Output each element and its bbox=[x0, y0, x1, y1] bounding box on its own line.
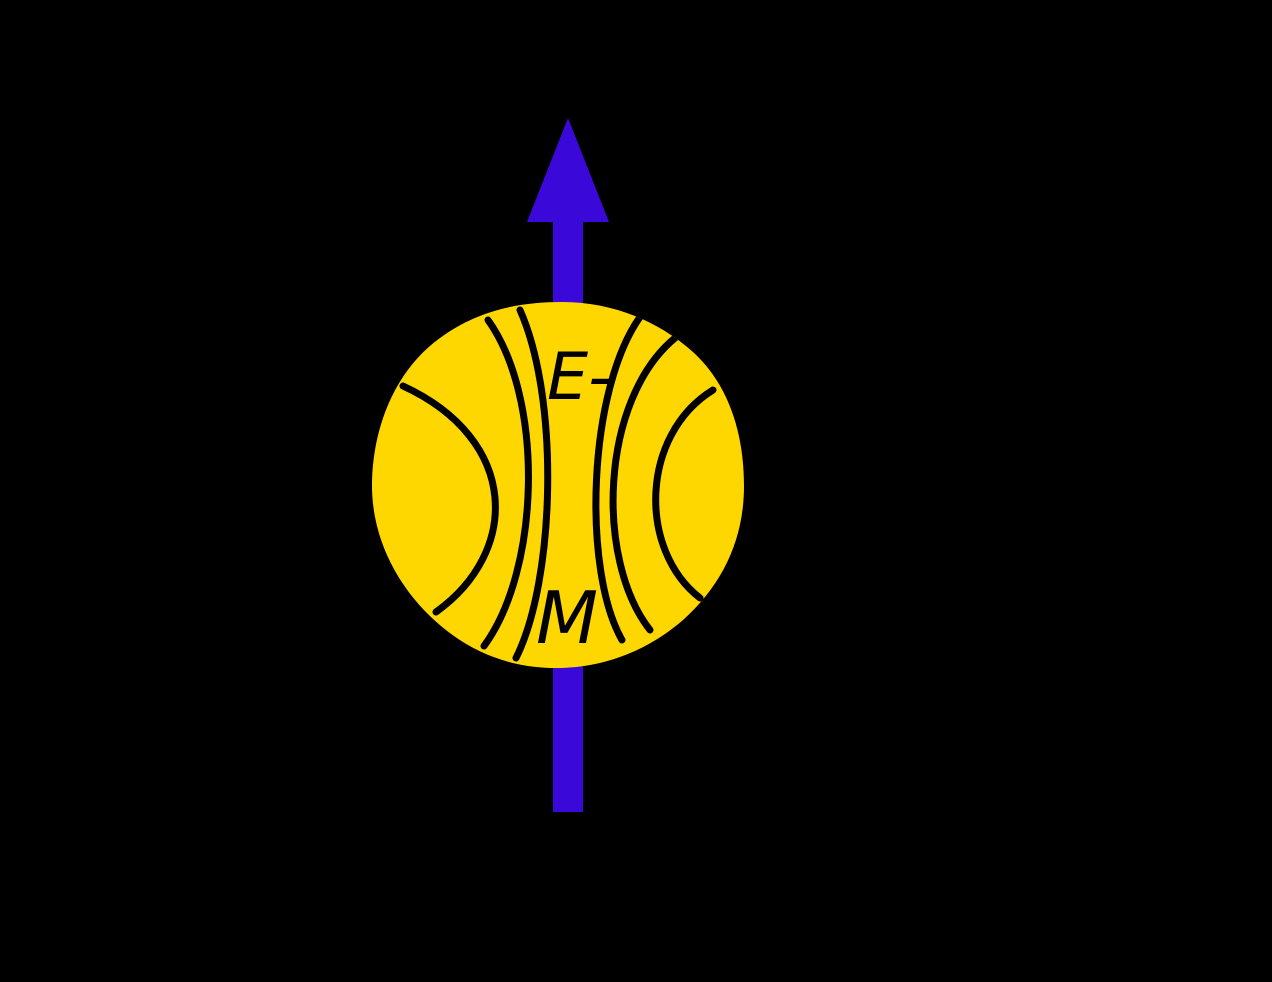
moment-label: M bbox=[536, 576, 598, 660]
meridian-left-outer bbox=[480, 316, 532, 650]
meridian-left-inner bbox=[512, 306, 552, 662]
meridian-right-outer bbox=[609, 334, 679, 634]
meridian-lines bbox=[399, 306, 717, 662]
meridian-left-arc bbox=[399, 382, 499, 616]
meridian-right-arc bbox=[652, 386, 717, 602]
arrow-head-icon bbox=[527, 118, 609, 222]
sphere bbox=[371, 302, 744, 668]
electron-label: E- bbox=[547, 340, 612, 415]
meridian-right-inner bbox=[592, 313, 644, 644]
